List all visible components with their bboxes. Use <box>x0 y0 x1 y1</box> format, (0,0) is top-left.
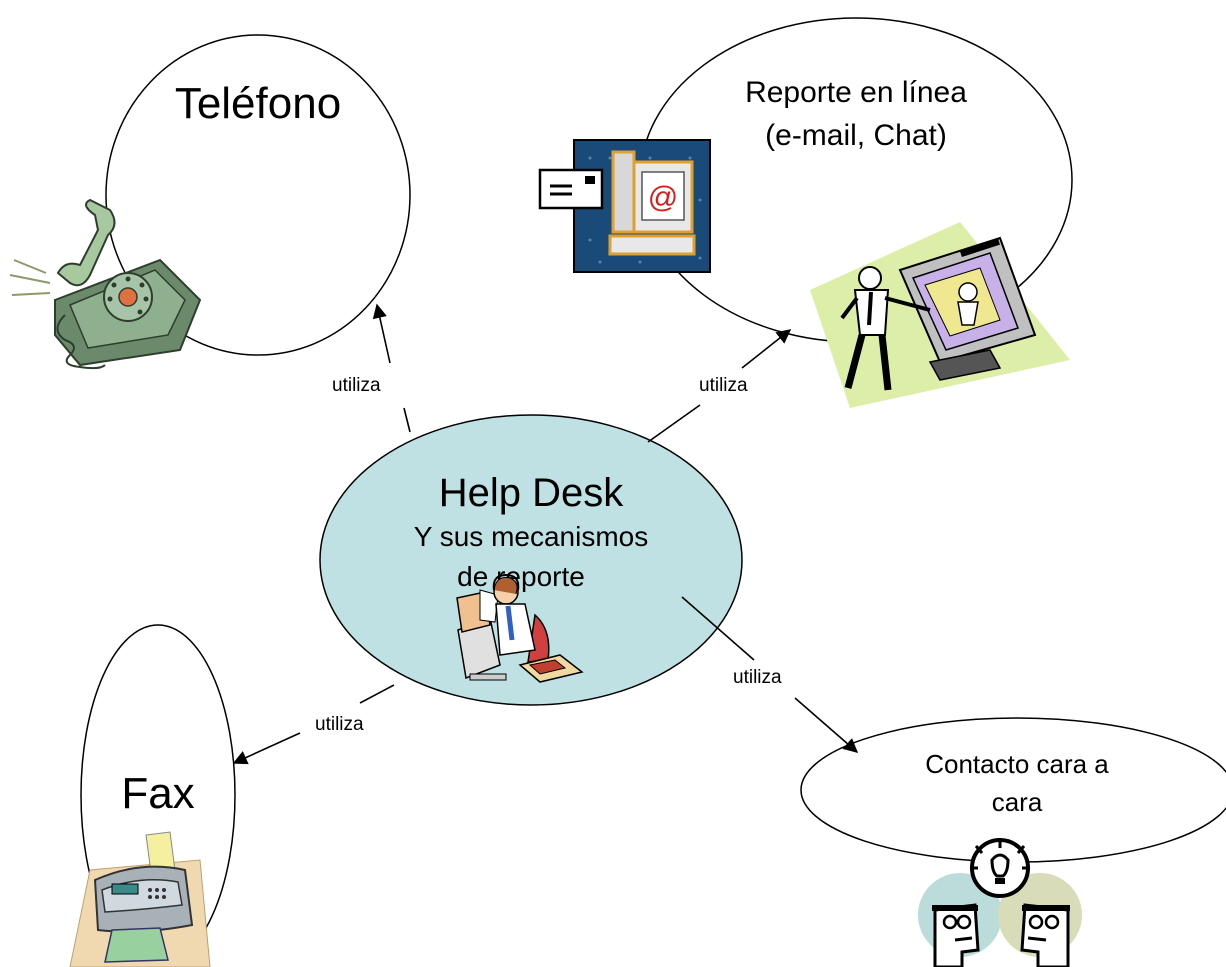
svg-text:@: @ <box>648 181 678 214</box>
edge-fax-label: utiliza <box>315 714 364 735</box>
edge-contacto-line-lower <box>794 697 859 753</box>
help-desk-title: Help Desk <box>439 471 625 515</box>
fax-machine-icon <box>69 831 211 967</box>
presenter-screen-icon <box>810 222 1070 408</box>
operator-headset-icon <box>456 573 584 683</box>
edge-reporte-label: utiliza <box>699 375 748 396</box>
edge-fax-line-upper <box>359 684 395 704</box>
help-desk-ellipse <box>319 414 743 706</box>
help-desk-subtitle-line1: Y sus mecanismos <box>414 521 648 552</box>
edge-fax-line-lower <box>232 732 301 765</box>
edge-reporte: utiliza <box>647 329 792 443</box>
email-computer-icon: @ <box>538 139 711 273</box>
edge-reporte-line-lower <box>647 404 701 443</box>
edge-contacto-label: utiliza <box>733 667 782 688</box>
node-telefono: Teléfono <box>105 34 411 356</box>
telephone-icon <box>9 198 202 370</box>
contacto-label-line1: Contacto cara a <box>925 749 1109 779</box>
edge-telefono-line-upper <box>372 303 391 364</box>
edge-telefono: utiliza <box>332 303 411 433</box>
node-contacto: Contacto cara a cara <box>800 717 1226 863</box>
node-help-desk: Help Desk Y sus mecanismos de reporte <box>319 414 743 706</box>
edge-contacto-line-upper <box>681 596 755 661</box>
two-heads-idea-icon <box>918 838 1082 967</box>
edge-telefono-line-lower <box>403 407 411 433</box>
edge-contacto: utiliza <box>681 596 859 753</box>
reporte-label-line1: Reporte en línea <box>745 76 967 109</box>
telefono-ellipse <box>105 34 411 356</box>
edge-telefono-label: utiliza <box>332 375 381 396</box>
reporte-label-line2: (e-mail, Chat) <box>765 119 947 152</box>
edge-reporte-line-upper <box>741 329 792 369</box>
contacto-label-line2: cara <box>992 787 1043 817</box>
fax-label: Fax <box>121 769 194 818</box>
help-desk-subtitle-line2: de reporte <box>457 561 585 592</box>
telefono-label: Teléfono <box>175 79 341 128</box>
edge-fax: utiliza <box>232 684 395 765</box>
